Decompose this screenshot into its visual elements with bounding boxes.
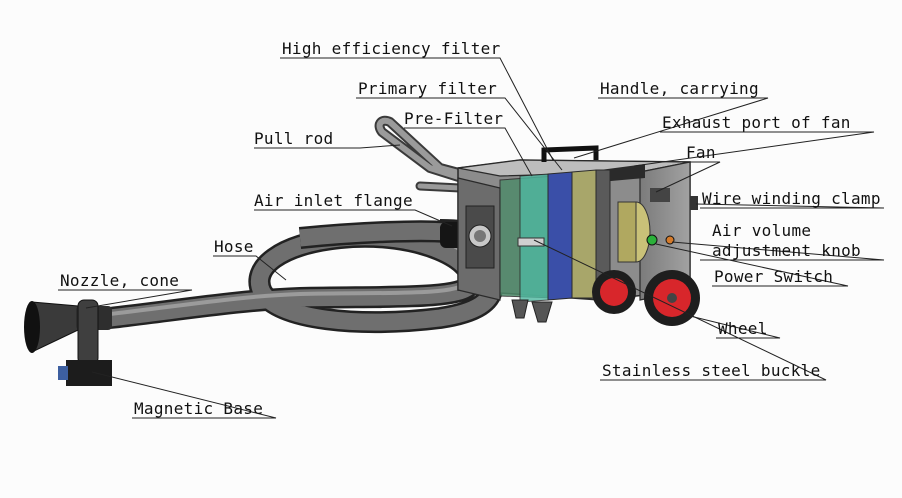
label-wire-winding-clamp: Wire winding clamp — [702, 189, 881, 208]
label-high-efficiency-filter: High efficiency filter — [282, 39, 501, 58]
primary-filter-panel — [547, 171, 573, 301]
label-handle-carrying: Handle, carrying — [600, 79, 759, 98]
label-fan: Fan — [686, 143, 716, 162]
label-nozzle-cone: Nozzle, cone — [60, 271, 180, 290]
filters — [499, 169, 611, 323]
label-primary-filter: Primary filter — [358, 79, 498, 98]
label-air-volume-line1: Air volume — [712, 221, 812, 240]
label-pull-rod: Pull rod — [254, 129, 334, 148]
high-efficiency-filter-panel — [571, 169, 597, 299]
label-magnetic-base: Magnetic Base — [134, 399, 264, 418]
label-power-switch: Power Switch — [714, 267, 834, 286]
label-hose: Hose — [214, 237, 254, 256]
wheels — [592, 270, 700, 326]
nozzle-assembly — [24, 299, 112, 386]
label-exhaust-port: Exhaust port of fan — [662, 113, 851, 132]
leader-lines — [58, 57, 885, 419]
fan-unit — [617, 188, 698, 263]
label-stainless-steel-buckle: Stainless steel buckle — [602, 361, 821, 380]
label-air-inlet-flange: Air inlet flange — [254, 191, 413, 210]
label-pre-filter: Pre-Filter — [404, 109, 504, 128]
label-wheel: Wheel — [718, 319, 768, 338]
label-air-volume-line2: adjustment knob — [712, 241, 861, 260]
